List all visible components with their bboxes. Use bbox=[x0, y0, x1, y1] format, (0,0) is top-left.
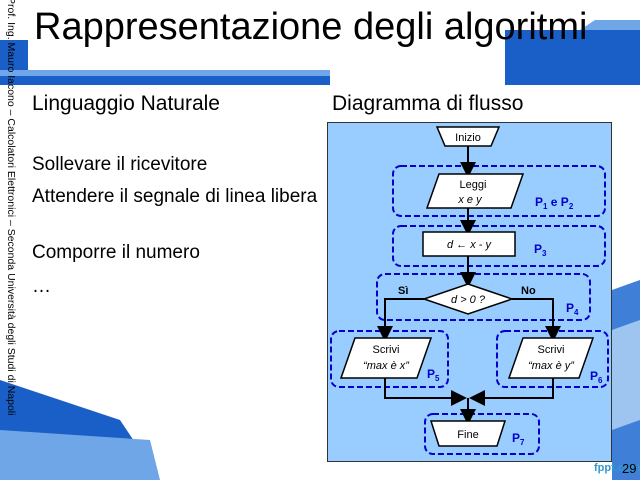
write-right-label-2: “max è y” bbox=[528, 360, 575, 372]
natural-language-heading: Linguaggio Naturale bbox=[32, 92, 220, 115]
decision-label: d > 0 ? bbox=[451, 294, 486, 306]
side-author-text: Prof. Ing. Mauro Iacono – Calcolatori El… bbox=[5, 0, 17, 416]
assign-label: d ← x - y bbox=[447, 239, 493, 251]
step-item: Sollevare il ricevitore bbox=[32, 154, 208, 175]
group-p3 bbox=[392, 225, 606, 267]
flowchart-panel: Inizio Leggi x e y d ← x - y d > 0 ? Sì … bbox=[327, 122, 612, 462]
label-p3: P3 bbox=[534, 242, 547, 258]
write-right-node bbox=[507, 337, 595, 379]
step-item: … bbox=[32, 276, 51, 297]
group-p7 bbox=[424, 413, 540, 455]
end-node bbox=[429, 420, 507, 447]
end-label: Fine bbox=[457, 429, 478, 441]
label-p1-p2: P1 e P2 bbox=[535, 195, 574, 211]
label-p6: P6 bbox=[590, 369, 603, 385]
page-number: 29 bbox=[622, 461, 637, 476]
decision-node bbox=[421, 283, 515, 315]
read-label-1: Leggi bbox=[460, 179, 487, 191]
read-node bbox=[425, 173, 525, 209]
start-label: Inizio bbox=[455, 132, 481, 144]
step-item: Comporre il numero bbox=[32, 242, 200, 263]
read-label-2: x e y bbox=[457, 194, 483, 206]
write-right-label-1: Scrivi bbox=[538, 344, 565, 356]
write-left-label-1: Scrivi bbox=[373, 344, 400, 356]
label-p7: P7 bbox=[512, 431, 525, 447]
assign-node bbox=[422, 231, 516, 257]
write-left-label-2: “max è x” bbox=[363, 360, 410, 372]
brand-watermark: fppt.com bbox=[594, 462, 640, 474]
slide-title: Rappresentazione degli algoritmi bbox=[34, 6, 588, 48]
group-p1-p2 bbox=[392, 165, 606, 217]
start-node bbox=[435, 126, 501, 147]
step-item: Attendere il segnale di linea libera bbox=[32, 186, 318, 207]
label-p4: P4 bbox=[566, 301, 579, 317]
label-p5: P5 bbox=[427, 367, 440, 383]
flowchart-heading: Diagramma di flusso bbox=[332, 92, 524, 115]
write-left-node bbox=[339, 337, 433, 379]
yes-label: Sì bbox=[398, 285, 408, 297]
no-label: No bbox=[521, 285, 536, 297]
